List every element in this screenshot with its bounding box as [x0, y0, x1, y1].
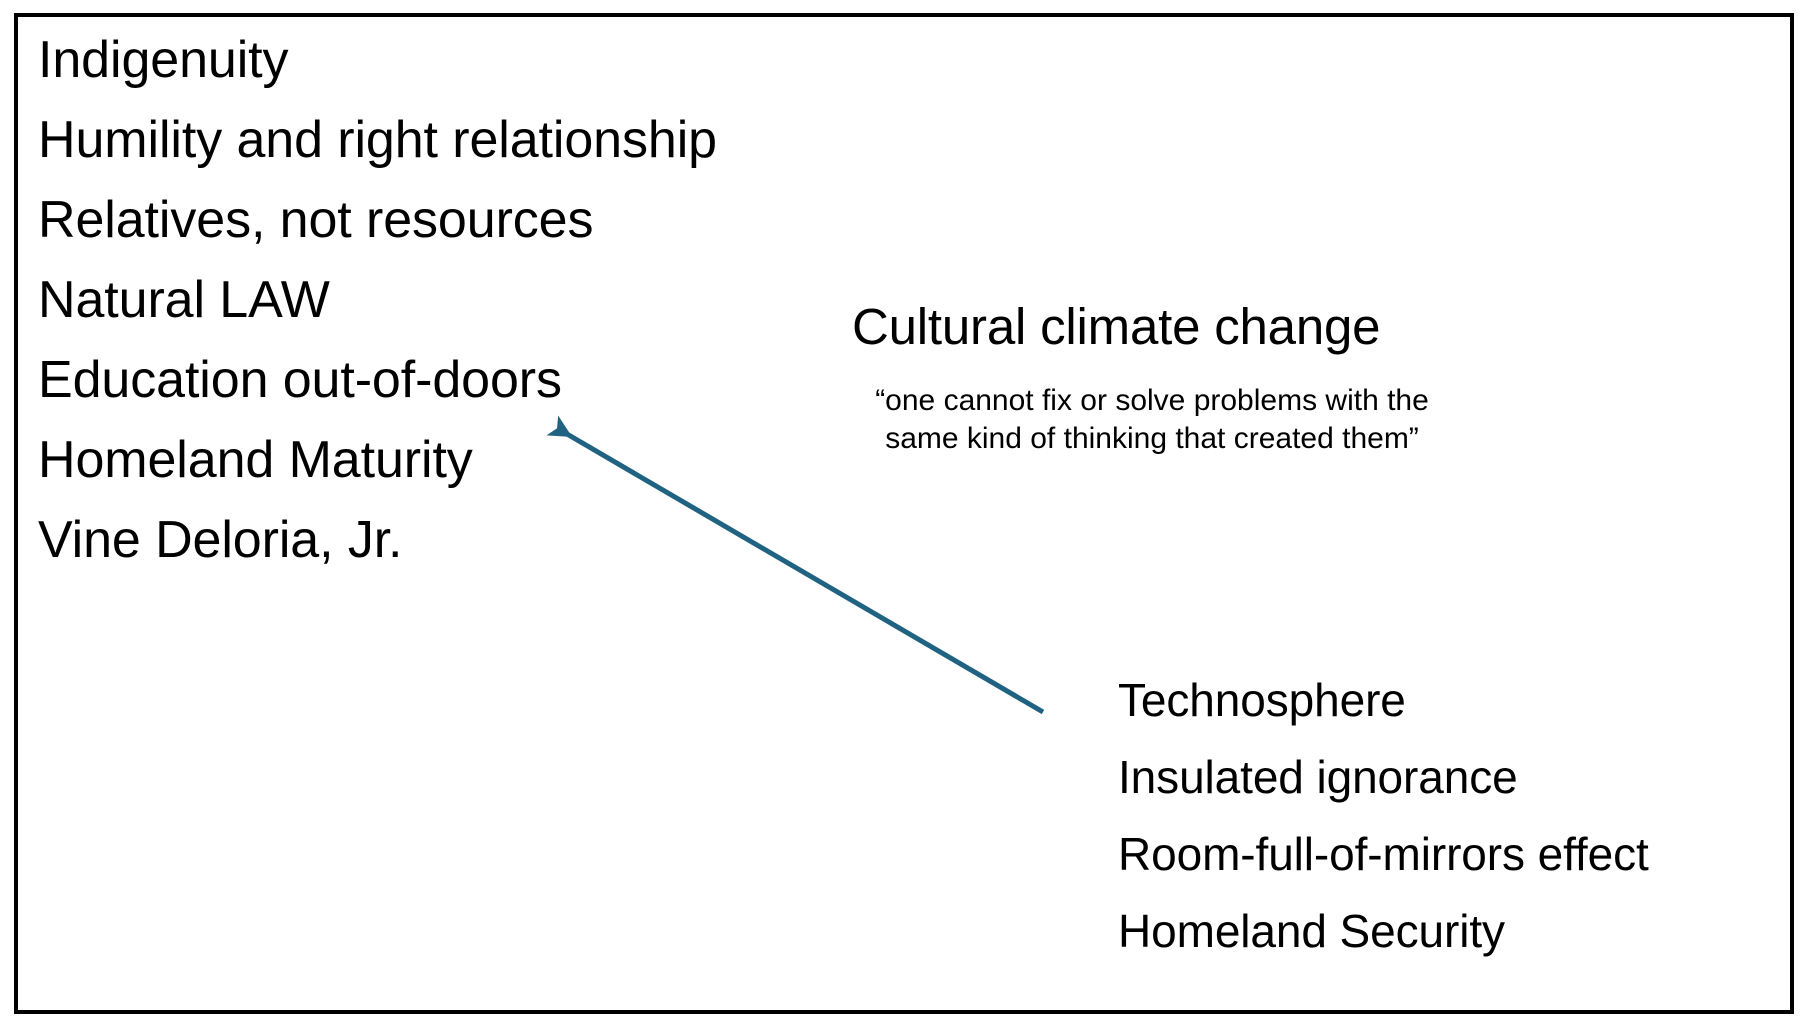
heading-and-quote-block: Cultural climate change “one cannot fix …: [852, 296, 1532, 458]
list-item: Homeland Security: [1118, 905, 1505, 957]
right-concept-list: Technosphere Insulated ignorance Room-fu…: [1118, 662, 1778, 970]
list-item: Indigenuity: [38, 31, 289, 89]
quotation-text: “one cannot fix or solve problems with t…: [852, 382, 1452, 458]
list-item: Natural LAW: [38, 271, 330, 329]
list-item: Homeland Maturity: [38, 431, 473, 489]
list-item: Education out-of-doors: [38, 351, 562, 409]
quote-line-1: “one cannot fix or solve problems with t…: [875, 384, 1429, 417]
left-concept-list: Indigenuity Humility and right relations…: [38, 20, 798, 580]
list-item: Technosphere: [1118, 674, 1406, 726]
list-item: Insulated ignorance: [1118, 751, 1518, 803]
quote-line-2: same kind of thinking that created them”: [885, 422, 1419, 455]
list-item: Room-full-of-mirrors effect: [1118, 828, 1649, 880]
page-title: Cultural climate change: [852, 298, 1381, 355]
list-item: Relatives, not resources: [38, 191, 594, 249]
list-item: Vine Deloria, Jr.: [38, 511, 403, 569]
list-item: Humility and right relationship: [38, 111, 717, 169]
